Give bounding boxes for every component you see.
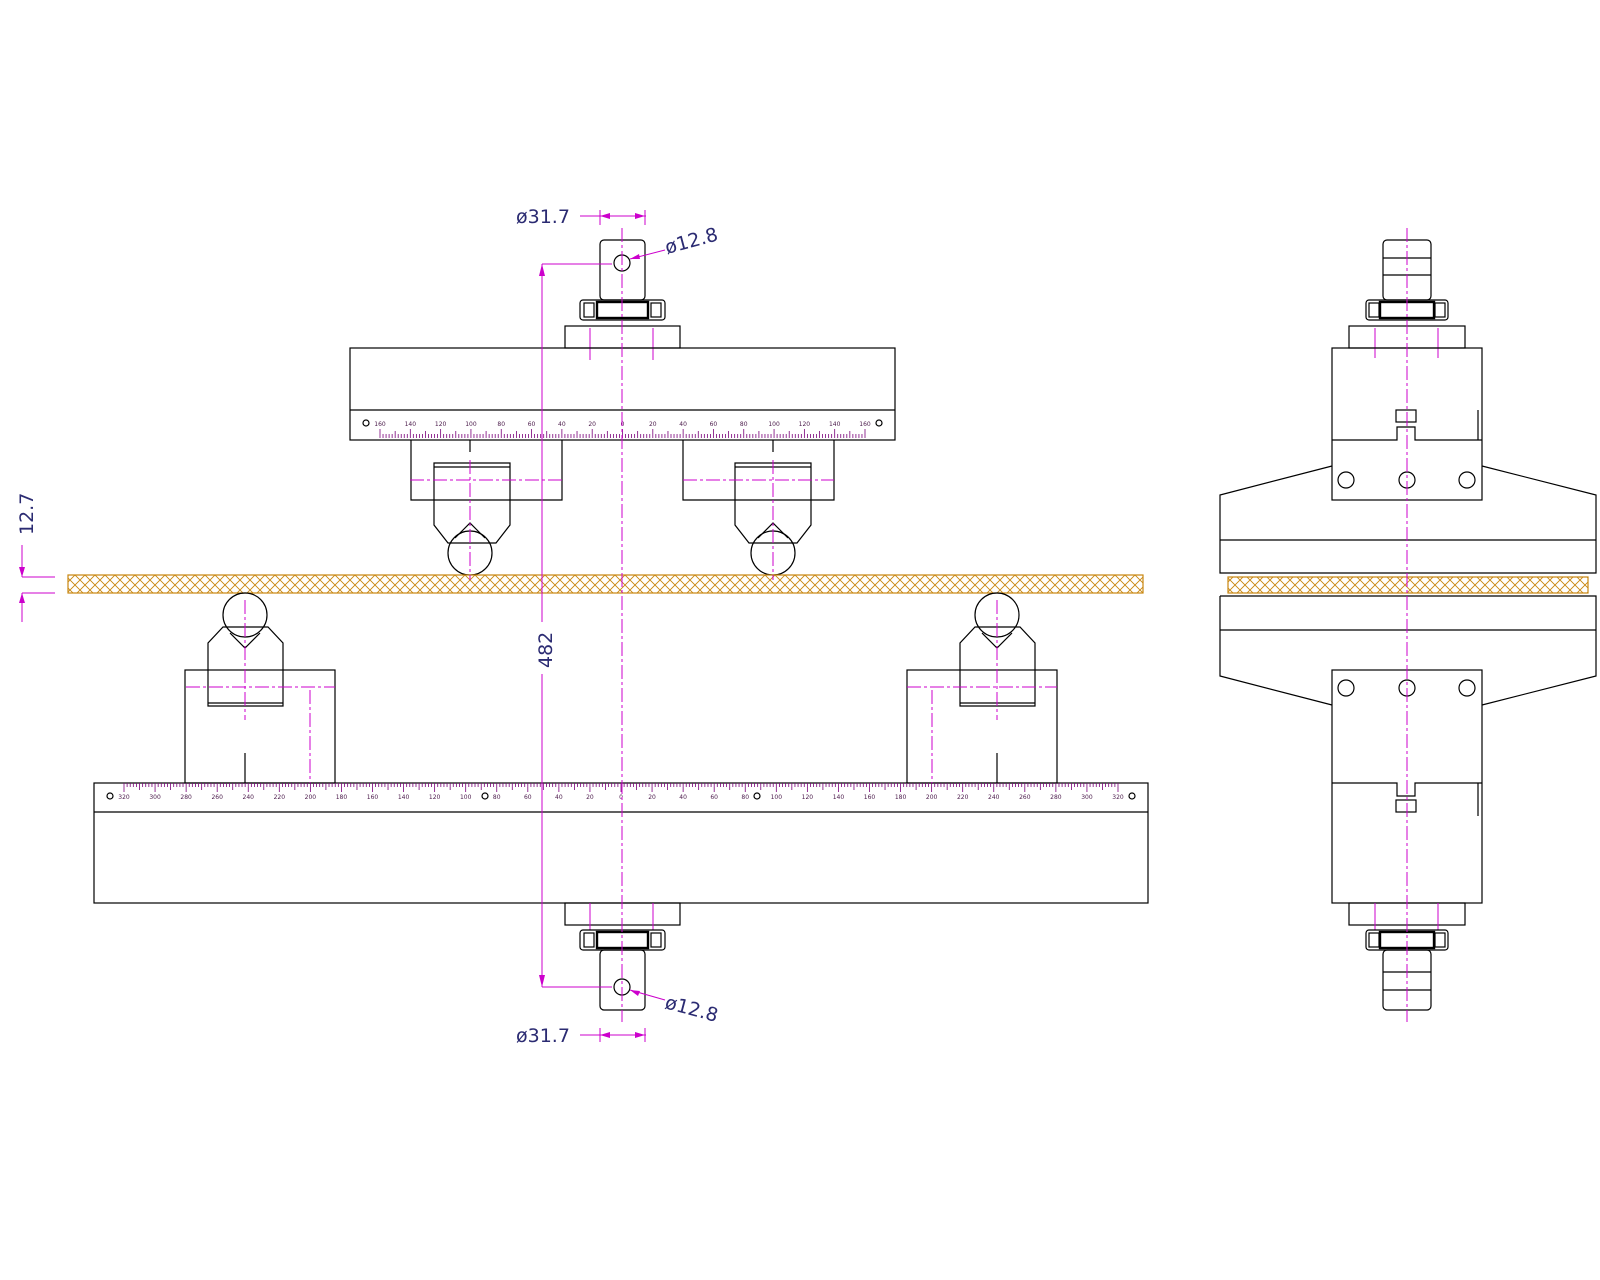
scale-label: 0 — [621, 421, 625, 428]
scale-label: 300 — [1081, 794, 1093, 801]
bottom-pin-diameter-label: ø31.7 — [516, 1025, 570, 1047]
lower-support-left — [184, 592, 336, 784]
scale-label: 20 — [588, 421, 596, 428]
scale-label: 120 — [799, 421, 811, 428]
scale-label: 280 — [1050, 794, 1062, 801]
scale-label: 160 — [864, 794, 876, 801]
scale-label: 140 — [405, 421, 417, 428]
scale-label: 140 — [833, 794, 845, 801]
scale-label: 80 — [497, 421, 505, 428]
specimen-thickness-label: 12.7 — [16, 493, 38, 535]
dimension-specimen-thickness: 12.7 — [16, 493, 55, 622]
scale-label: 100 — [768, 421, 780, 428]
scale-label: 0 — [619, 794, 623, 801]
scale-label: 260 — [211, 794, 223, 801]
top-hole-diameter-label: ø12.8 — [663, 224, 721, 259]
scale-label: 100 — [460, 794, 472, 801]
upper-loading-nose-left — [410, 440, 563, 576]
lower-scale-ticks — [123, 783, 1119, 792]
overall-height-label: 482 — [535, 632, 557, 668]
scale-label: 200 — [926, 794, 938, 801]
dimension-overall-height: 482 — [530, 263, 612, 988]
scale-label: 40 — [679, 421, 687, 428]
front-centerlines — [186, 228, 1057, 1022]
scale-label: 20 — [648, 794, 656, 801]
scale-label: 20 — [649, 421, 657, 428]
top-pin-diameter-label: ø31.7 — [516, 206, 570, 228]
scale-label: 160 — [859, 421, 871, 428]
scale-label: 40 — [679, 794, 687, 801]
scale-label: 80 — [493, 794, 501, 801]
scale-label: 40 — [558, 421, 566, 428]
scale-label: 20 — [586, 794, 594, 801]
scale-label: 280 — [180, 794, 192, 801]
dimension-bottom-hole-diameter: ø12.8 — [629, 989, 721, 1027]
scale-label: 100 — [771, 794, 783, 801]
scale-label: 180 — [895, 794, 907, 801]
bottom-hole-diameter-label: ø12.8 — [663, 992, 721, 1027]
scale-label: 40 — [555, 794, 563, 801]
dimension-bottom-pin-diameter: ø31.7 — [516, 1025, 646, 1047]
scale-label: 300 — [149, 794, 161, 801]
scale-label: 80 — [740, 421, 748, 428]
scale-label: 120 — [429, 794, 441, 801]
dimension-top-pin-diameter: ø31.7 — [516, 206, 646, 228]
upper-scale-ticks — [379, 429, 866, 438]
scale-label: 60 — [524, 794, 532, 801]
scale-label: 220 — [957, 794, 969, 801]
scale-label: 140 — [829, 421, 841, 428]
scale-label: 60 — [528, 421, 536, 428]
scale-label: 120 — [802, 794, 814, 801]
scale-label: 320 — [1112, 794, 1124, 801]
lower-support-right — [906, 592, 1058, 784]
upper-loading-nose-right — [682, 440, 835, 576]
scale-label: 180 — [336, 794, 348, 801]
scale-label: 200 — [305, 794, 317, 801]
scale-label: 140 — [398, 794, 410, 801]
scale-label: 220 — [274, 794, 286, 801]
side-view — [1219, 228, 1597, 1022]
scale-label: 160 — [374, 421, 386, 428]
scale-label: 100 — [465, 421, 477, 428]
scale-label: 240 — [988, 794, 1000, 801]
scale-label: 60 — [710, 421, 718, 428]
scale-label: 320 — [118, 794, 130, 801]
scale-label: 60 — [710, 794, 718, 801]
scale-label: 80 — [741, 794, 749, 801]
specimen-bar — [67, 574, 1144, 594]
upper-scale-labels: 160 140 120 100 80 60 40 20 0 20 40 60 80 100 120 140 16… — [374, 421, 871, 428]
scale-label: 160 — [367, 794, 379, 801]
scale-label: 260 — [1019, 794, 1031, 801]
scale-label: 240 — [243, 794, 255, 801]
scale-label: 120 — [435, 421, 447, 428]
